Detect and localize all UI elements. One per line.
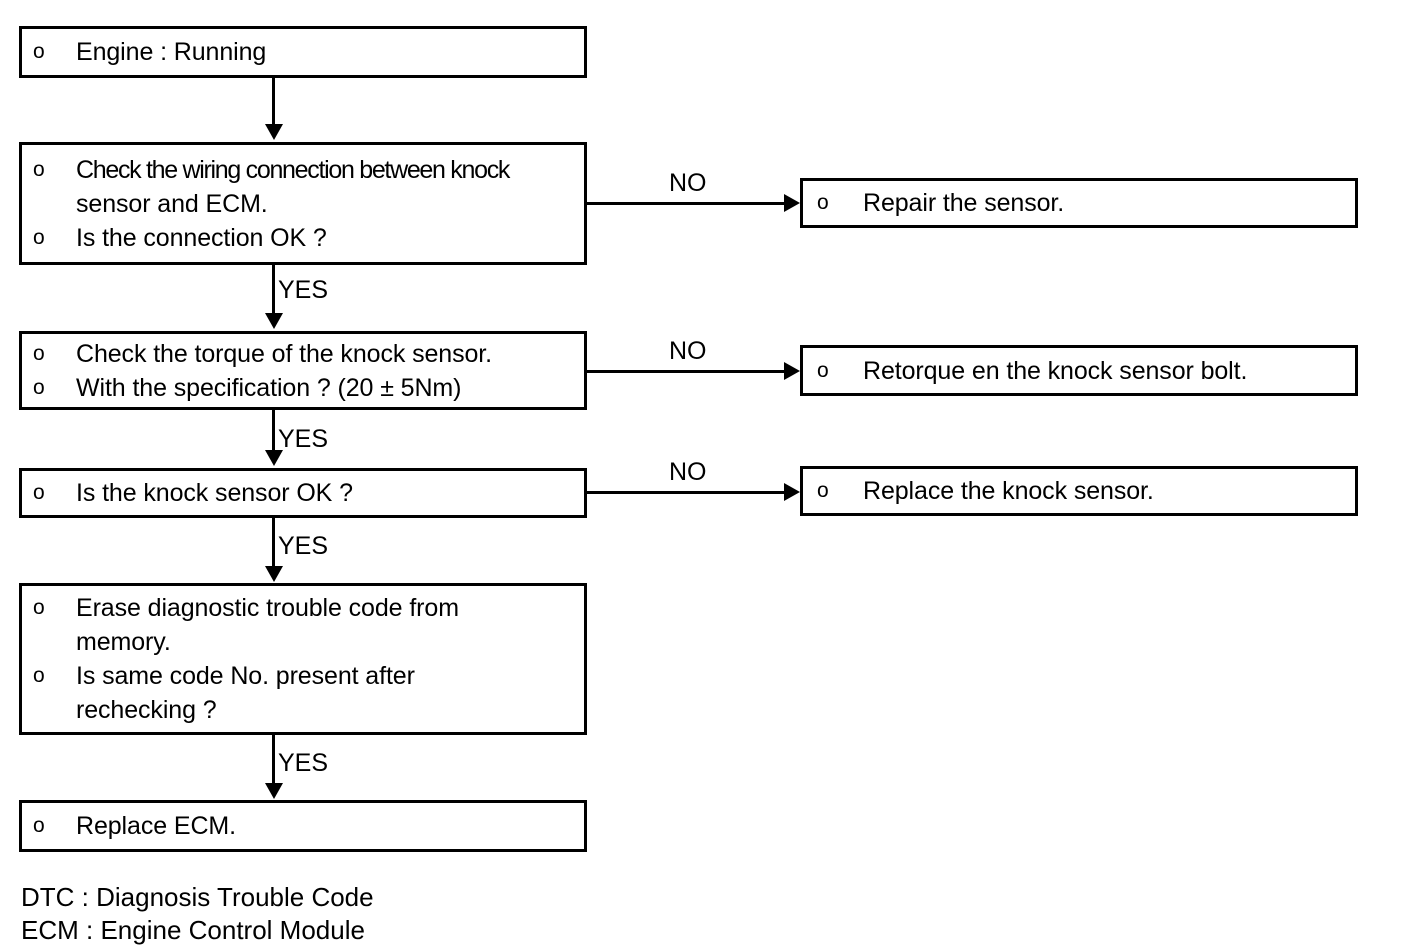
- connector-erase-to-replaceecm: [272, 735, 275, 785]
- node-check-wiring[interactable]: o Check the wiring connection between kn…: [19, 142, 587, 265]
- node-line: o Check the wiring connection between kn…: [22, 153, 584, 187]
- arrowhead-right: [784, 194, 800, 212]
- edge-label-yes-2: YES: [278, 425, 329, 453]
- node-text: Retorque en the knock sensor bolt.: [863, 356, 1248, 385]
- node-text: Replace ECM.: [76, 812, 236, 840]
- node-text: sensor and ECM.: [76, 189, 268, 218]
- node-line: o Erase diagnostic trouble code from: [22, 591, 584, 625]
- node-line: o sensor and ECM.: [22, 187, 584, 221]
- node-erase-dtc[interactable]: o Erase diagnostic trouble code from o m…: [19, 583, 587, 735]
- edge-label-no-2: NO: [669, 337, 707, 365]
- arrowhead-down: [265, 124, 283, 140]
- arrowhead-down: [265, 450, 283, 466]
- edge-label-no-3: NO: [669, 458, 707, 486]
- node-engine-running[interactable]: o Engine : Running: [19, 26, 587, 78]
- node-line: o Engine : Running: [22, 35, 584, 69]
- node-text: Check the torque of the knock sensor.: [76, 339, 492, 368]
- node-text: rechecking ?: [76, 696, 217, 724]
- node-text: Is the connection OK ?: [76, 223, 327, 252]
- connector-torque-to-sensorok: [272, 410, 275, 454]
- edge-label-no-1: NO: [669, 169, 707, 197]
- bullet-icon: o: [33, 375, 45, 399]
- node-line: o Is the connection OK ?: [22, 221, 584, 255]
- node-text: Erase diagnostic trouble code from: [76, 594, 459, 622]
- node-line: o rechecking ?: [22, 693, 584, 727]
- node-sensor-ok[interactable]: o Is the knock sensor OK ?: [19, 468, 587, 518]
- connector-wiring-to-repair: [587, 202, 785, 205]
- node-text: Replace the knock sensor.: [863, 477, 1154, 505]
- bullet-icon: o: [33, 341, 45, 365]
- legend-ecm: ECM : Engine Control Module: [21, 915, 365, 945]
- node-text: Check the wiring connection between knoc…: [76, 155, 510, 184]
- node-line: o Is the knock sensor OK ?: [22, 476, 584, 510]
- connector-sensorok-to-replace: [587, 491, 785, 494]
- legend-dtc: DTC : Diagnosis Trouble Code: [21, 882, 374, 912]
- node-text: Is the knock sensor OK ?: [76, 479, 353, 507]
- bullet-icon: o: [33, 481, 45, 504]
- node-line: o Retorque en the knock sensor bolt.: [803, 354, 1355, 388]
- node-repair-sensor[interactable]: o Repair the sensor.: [800, 178, 1358, 228]
- bullet-icon: o: [33, 596, 45, 619]
- bullet-icon: o: [817, 358, 829, 382]
- bullet-icon: o: [33, 225, 45, 249]
- connector-sensorok-to-erase: [272, 518, 275, 568]
- edge-label-yes-3: YES: [278, 532, 329, 560]
- node-line: o Repair the sensor.: [803, 186, 1355, 220]
- edge-label-yes-1: YES: [278, 276, 329, 304]
- arrowhead-right: [784, 483, 800, 501]
- node-replace-sensor[interactable]: o Replace the knock sensor.: [800, 466, 1358, 516]
- node-replace-ecm[interactable]: o Replace ECM.: [19, 800, 587, 852]
- arrowhead-right: [784, 362, 800, 380]
- node-text: Is same code No. present after: [76, 662, 415, 690]
- connector-engine-to-wiring: [272, 78, 275, 126]
- arrowhead-down: [265, 783, 283, 799]
- connector-wiring-to-torque: [272, 265, 275, 315]
- node-line: o memory.: [22, 625, 584, 659]
- node-text: With the specification ? (20 ± 5Nm): [76, 373, 462, 402]
- node-text: memory.: [76, 628, 171, 656]
- arrowhead-down: [265, 566, 283, 582]
- node-check-torque[interactable]: o Check the torque of the knock sensor. …: [19, 331, 587, 410]
- node-text: Repair the sensor.: [863, 189, 1065, 217]
- bullet-icon: o: [33, 814, 45, 837]
- node-line: o Replace ECM.: [22, 809, 584, 843]
- bullet-icon: o: [817, 191, 829, 214]
- bullet-icon: o: [33, 157, 45, 181]
- bullet-icon: o: [33, 40, 45, 63]
- node-line: o With the specification ? (20 ± 5Nm): [22, 371, 584, 405]
- connector-torque-to-retorque: [587, 370, 785, 373]
- node-retorque-bolt[interactable]: o Retorque en the knock sensor bolt.: [800, 345, 1358, 396]
- bullet-icon: o: [33, 664, 45, 687]
- bullet-icon: o: [817, 479, 829, 502]
- node-line: o Is same code No. present after: [22, 659, 584, 693]
- node-line: o Check the torque of the knock sensor.: [22, 337, 584, 371]
- node-line: o Replace the knock sensor.: [803, 474, 1355, 508]
- edge-label-yes-4: YES: [278, 749, 329, 777]
- arrowhead-down: [265, 313, 283, 329]
- node-text: Engine : Running: [76, 38, 267, 66]
